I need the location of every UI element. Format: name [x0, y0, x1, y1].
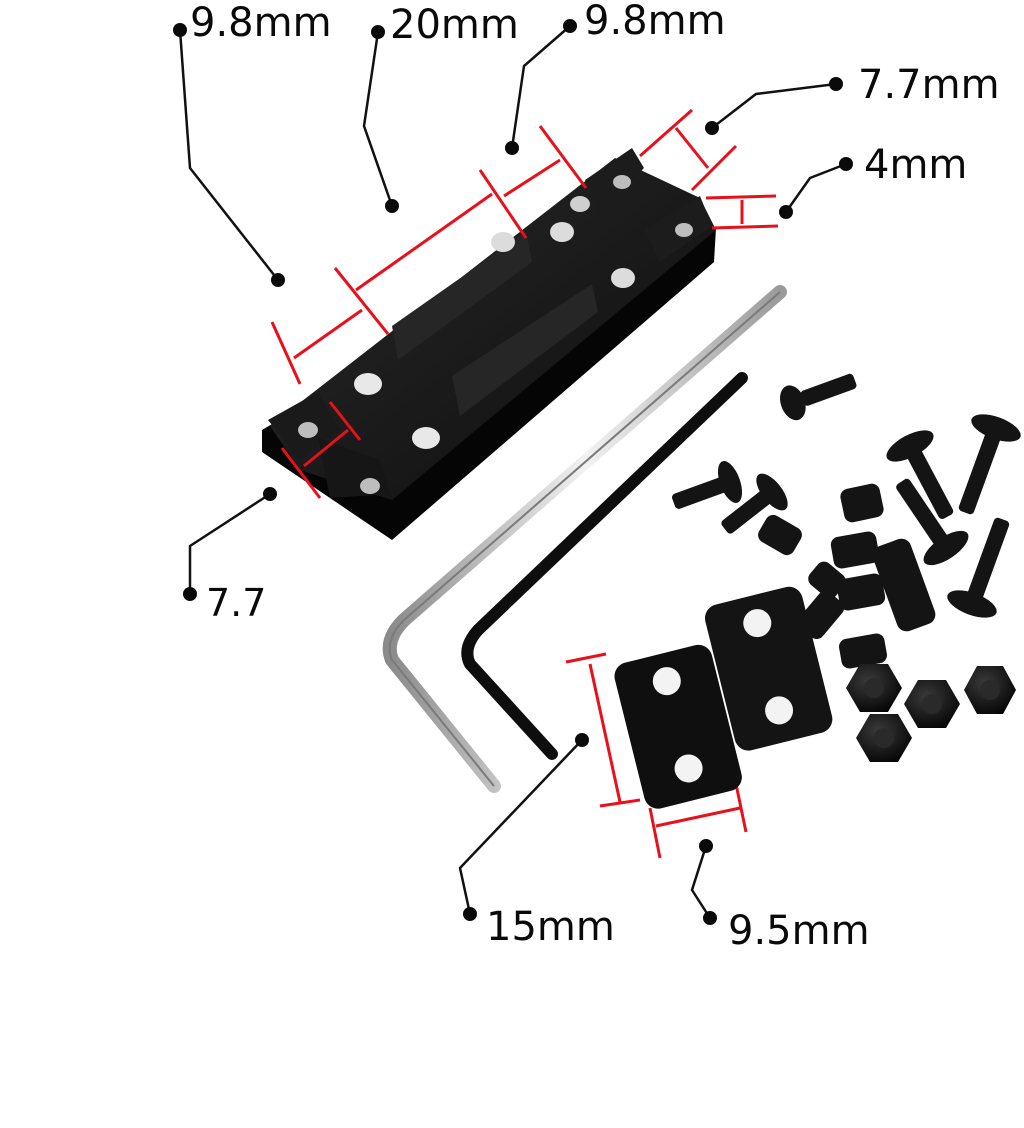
label-plate-height: 15mm: [486, 904, 615, 950]
label-right-upper-width: 7.7mm: [858, 62, 1000, 108]
hex-wrench-silver: [382, 285, 787, 793]
leader-dots: [173, 19, 853, 925]
hex-wrench-black: [461, 372, 748, 760]
label-right-lower-height: 4mm: [864, 142, 967, 188]
label-top-right-width: 9.8mm: [584, 0, 726, 44]
rail-mount: [262, 148, 716, 540]
label-plate-width: 9.5mm: [728, 908, 870, 954]
label-top-middle-length: 20mm: [390, 2, 519, 48]
label-top-left-width: 9.8mm: [190, 0, 332, 46]
label-left-lower-width: 7.7: [206, 581, 266, 625]
hex-nuts: [846, 664, 1016, 762]
leader-lines: [178, 25, 847, 919]
dimension-lines: [270, 108, 779, 859]
mounting-plates: [614, 586, 833, 809]
screw-set: [672, 373, 1021, 669]
